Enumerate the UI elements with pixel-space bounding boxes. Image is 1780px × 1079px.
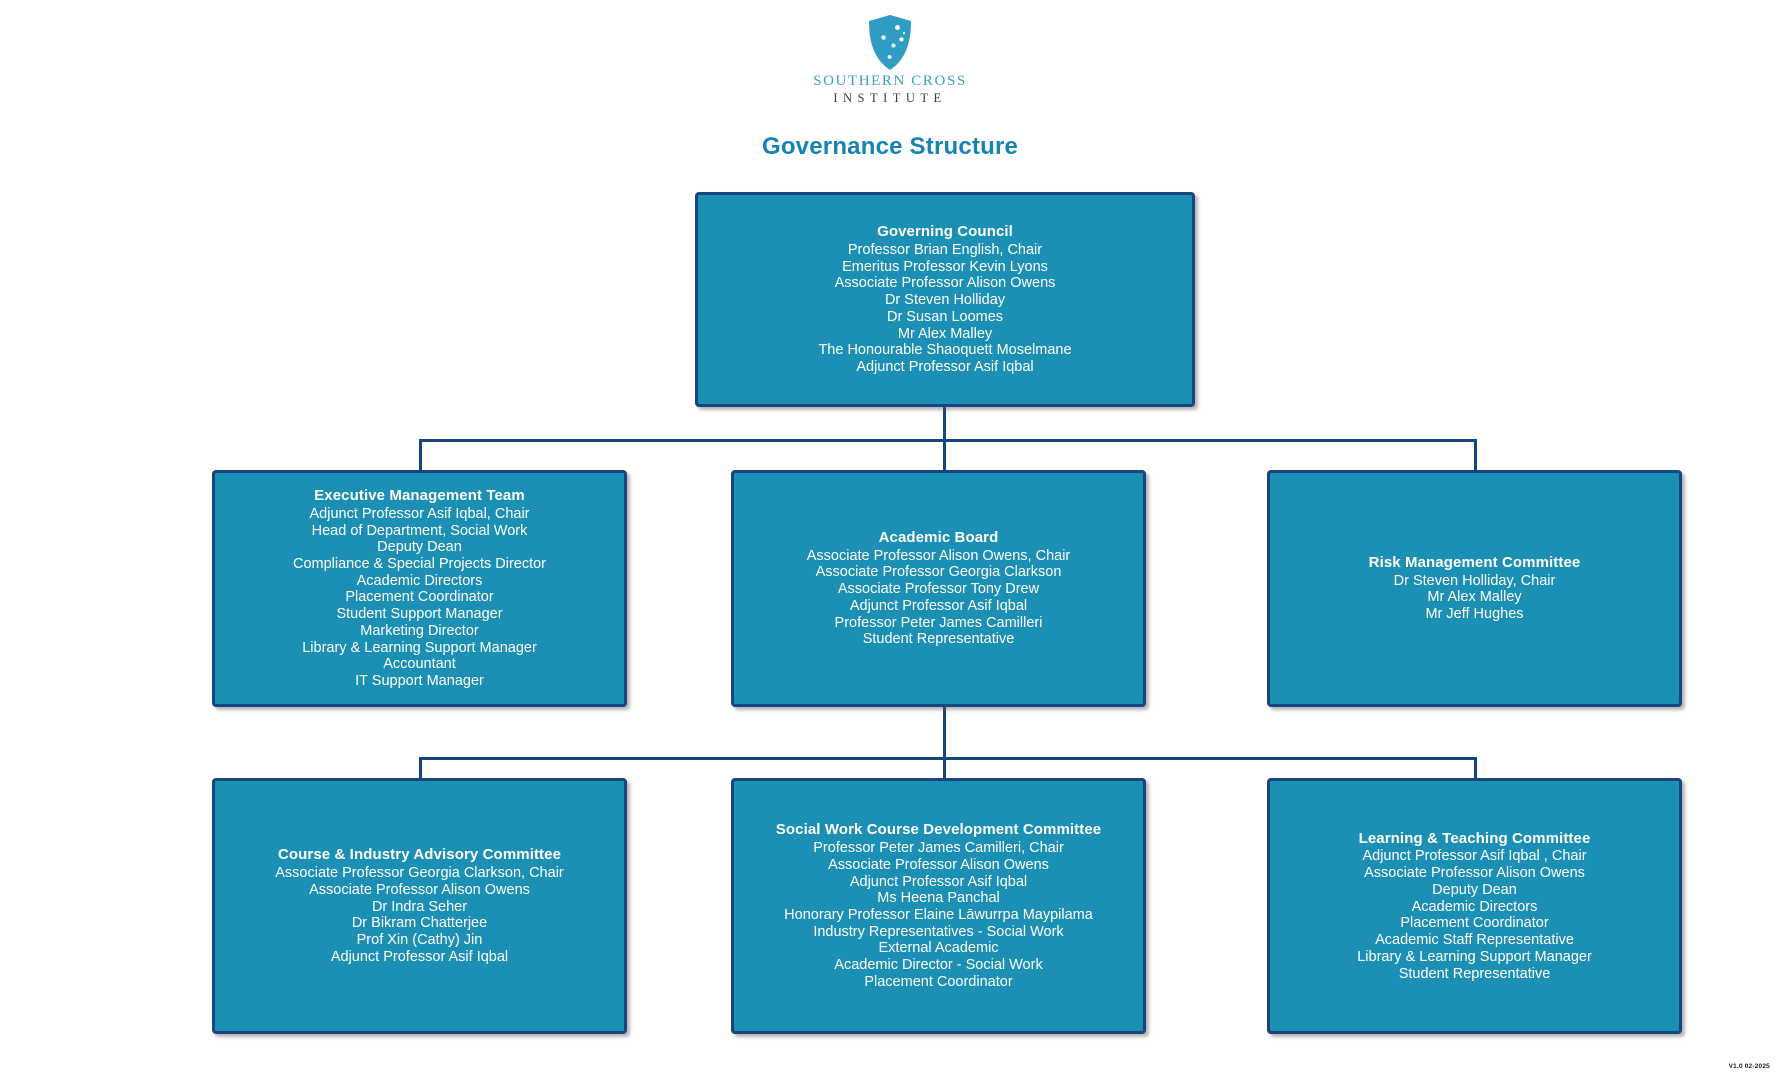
node-title: Course & Industry Advisory Committee <box>277 846 562 864</box>
node-member: Industry Representatives - Social Work <box>813 923 1064 940</box>
node-member: Associate Professor Alison Owens, Chair <box>806 547 1071 564</box>
node-member: Head of Department, Social Work <box>311 522 528 539</box>
connector-academic-board-stem <box>943 705 946 760</box>
node-member: Student Representative <box>862 631 1015 648</box>
node-academic-board[interactable]: Academic Board Associate Professor Aliso… <box>731 470 1146 707</box>
node-title: Executive Management Team <box>314 487 525 505</box>
node-member: Adjunct Professor Asif Iqbal, Chair <box>309 505 530 522</box>
node-member: Adjunct Professor Asif Iqbal <box>849 597 1028 614</box>
node-member: Placement Coordinator <box>1400 915 1549 932</box>
node-member: Deputy Dean <box>1432 881 1517 898</box>
document-version-label: V1.0 02-2025 <box>1728 1063 1770 1070</box>
node-member: Professor Peter James Camilleri, Chair <box>813 840 1064 857</box>
node-member: Accountant <box>383 656 456 673</box>
node-member: Ms Heena Panchal <box>877 890 1000 907</box>
node-member: Emeritus Professor Kevin Lyons <box>842 258 1048 275</box>
shield-icon <box>869 15 911 70</box>
node-member: Academic Staff Representative <box>1375 932 1574 949</box>
node-member: Associate Professor Alison Owens <box>1364 865 1585 882</box>
node-member: Library & Learning Support Manager <box>1357 948 1592 965</box>
node-member: Academic Directors <box>356 572 483 589</box>
node-member: Adjunct Professor Asif Iqbal , Chair <box>1362 848 1587 865</box>
node-member: Professor Brian English, Chair <box>847 241 1043 258</box>
node-member: Associate Professor Alison Owens <box>309 881 530 898</box>
node-member: Associate Professor Alison Owens <box>828 856 1049 873</box>
node-member: Adjunct Professor Asif Iqbal <box>849 873 1028 890</box>
node-title: Academic Board <box>878 528 999 546</box>
connector-drop-course-industry <box>419 757 422 780</box>
node-member: Dr Bikram Chatterjee <box>351 915 488 932</box>
connector-tier3-bus <box>419 757 1477 760</box>
node-member: Student Representative <box>1398 965 1551 982</box>
node-member: Mr Alex Malley <box>897 325 993 342</box>
node-course-industry-advisory-committee[interactable]: Course & Industry Advisory Committee Ass… <box>212 778 627 1034</box>
connector-drop-risk <box>1474 439 1477 472</box>
node-member: Prof Xin (Cathy) Jin <box>356 932 483 949</box>
node-risk-management-committee[interactable]: Risk Management Committee Dr Steven Holl… <box>1267 470 1682 707</box>
node-member: External Academic <box>878 940 999 957</box>
node-member: Academic Director - Social Work <box>834 957 1043 974</box>
node-member: Library & Learning Support Manager <box>302 639 537 656</box>
node-title: Risk Management Committee <box>1368 554 1581 572</box>
node-member: Adjunct Professor Asif Iqbal <box>330 948 509 965</box>
node-governing-council[interactable]: Governing Council Professor Brian Englis… <box>695 192 1195 407</box>
logo-wordmark-secondary: INSTITUTE <box>833 91 947 105</box>
node-member: Dr Susan Loomes <box>886 308 1004 325</box>
node-member: Compliance & Special Projects Director <box>292 556 547 572</box>
node-executive-management-team[interactable]: Executive Management Team Adjunct Profes… <box>212 470 627 707</box>
node-title: Social Work Course Development Committee <box>775 821 1102 839</box>
node-member: Placement Coordinator <box>864 973 1013 990</box>
connector-drop-social-work <box>943 757 946 780</box>
node-member: Associate Professor Georgia Clarkson, Ch… <box>275 865 564 882</box>
node-member: Placement Coordinator <box>345 589 494 606</box>
connector-tier2-bus <box>419 439 1477 442</box>
node-member: Mr Jeff Hughes <box>1425 606 1524 623</box>
node-member: Associate Professor Georgia Clarkson <box>815 564 1062 581</box>
connector-drop-learning-teaching <box>1474 757 1477 780</box>
connector-council-stem <box>943 406 946 442</box>
institute-logo: SOUTHERN CROSS INSTITUTE <box>0 14 1780 106</box>
node-member: Dr Steven Holliday <box>884 292 1006 309</box>
node-member: Adjunct Professor Asif Iqbal <box>856 359 1034 376</box>
node-member: IT Support Manager <box>355 673 484 690</box>
page-title: Governance Structure <box>761 133 1019 160</box>
node-social-work-course-development-committee[interactable]: Social Work Course Development Committee… <box>731 778 1146 1034</box>
node-member: Professor Peter James Camilleri <box>834 614 1043 631</box>
node-title: Learning & Teaching Committee <box>1358 829 1591 847</box>
node-title: Governing Council <box>877 223 1013 241</box>
node-member: Mr Alex Malley <box>1427 589 1522 606</box>
node-member: Academic Directors <box>1411 898 1538 915</box>
node-member: Deputy Dean <box>377 539 462 556</box>
node-learning-teaching-committee[interactable]: Learning & Teaching Committee Adjunct Pr… <box>1267 778 1682 1034</box>
node-member: The Honourable Shaoquett Moselmane <box>818 342 1072 359</box>
node-member: Student Support Manager <box>336 606 503 623</box>
connector-drop-academic-board <box>943 439 946 472</box>
node-member: Associate Professor Tony Drew <box>837 581 1040 598</box>
node-member: Dr Indra Seher <box>371 898 468 915</box>
node-member: Honorary Professor Elaine Lāwurrpa Maypi… <box>784 906 1093 923</box>
node-member: Marketing Director <box>360 622 479 639</box>
node-member: Associate Professor Alison Owens <box>834 275 1056 292</box>
logo-wordmark-primary: SOUTHERN CROSS <box>813 73 967 89</box>
node-member: Dr Steven Holliday, Chair <box>1393 572 1556 589</box>
connector-drop-emt <box>419 439 422 472</box>
